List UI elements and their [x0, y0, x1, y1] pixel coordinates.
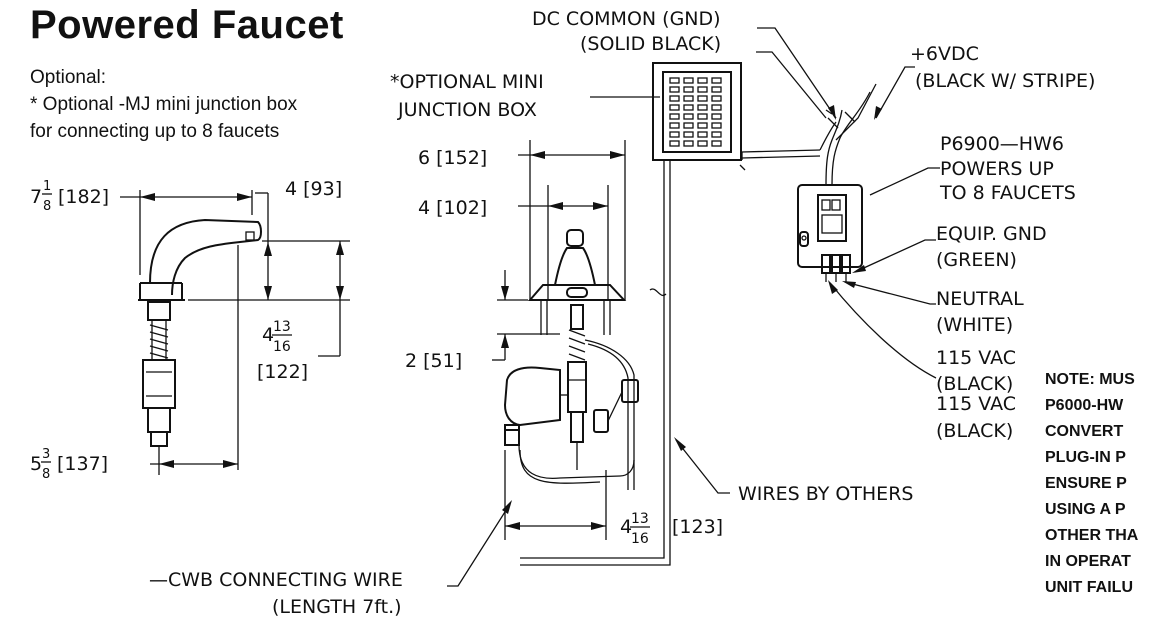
- dim-182-mm: [182]: [58, 186, 109, 208]
- side-view-faucet: [120, 190, 350, 475]
- junction-terminal: [669, 95, 680, 102]
- junction-terminal: [683, 104, 694, 111]
- junction-terminal: [697, 77, 708, 84]
- dim-123-mm: [123]: [672, 516, 723, 538]
- junction-terminal: [711, 140, 722, 147]
- note-line-8: IN OPERAT: [1045, 553, 1131, 570]
- junction-terminal: [711, 122, 722, 129]
- junction-terminal: [711, 113, 722, 120]
- junction-terminal: [697, 104, 708, 111]
- note-line-9: UNIT FAILU: [1045, 579, 1133, 596]
- dim-122-den: 16: [273, 339, 291, 355]
- note-line-5: ENSURE P: [1045, 475, 1127, 492]
- page-title: Powered Faucet: [30, 3, 344, 47]
- label-wire-length: (LENGTH 7ft.): [272, 596, 402, 618]
- junction-terminal: [697, 122, 708, 129]
- dim-51: 2 [51]: [405, 350, 462, 372]
- junction-terminal: [669, 104, 680, 111]
- dim-182-den: 8: [43, 199, 51, 214]
- dim-137-whole: 5: [30, 453, 42, 475]
- junction-terminal: [669, 140, 680, 147]
- junction-terminal: [711, 104, 722, 111]
- junction-terminal: [683, 95, 694, 102]
- junction-terminal: [697, 131, 708, 138]
- label-dc-common: DC COMMON (GND): [532, 8, 721, 30]
- junction-terminal: [697, 86, 708, 93]
- junction-terminal: [683, 140, 694, 147]
- note-line-2: P6000-HW: [1045, 397, 1124, 414]
- dim-137-num: 3: [42, 447, 50, 462]
- optional-notes: Optional: * Optional -MJ mini junction b…: [30, 64, 297, 145]
- junction-terminal: [711, 77, 722, 84]
- junction-terminal: [697, 113, 708, 120]
- dim-123-den: 16: [631, 531, 649, 547]
- label-black-2: (BLACK): [936, 420, 1013, 442]
- dim-122-num: 13: [273, 319, 291, 335]
- dim-123-whole: 4: [620, 516, 632, 538]
- label-p6900: P6900—HW6: [940, 133, 1064, 155]
- p6900-transformer: [797, 83, 877, 282]
- junction-terminal: [711, 86, 722, 93]
- dim-152: 6 [152]: [418, 147, 487, 169]
- dim-123-num: 13: [631, 511, 649, 527]
- optional-label: Optional:: [30, 67, 107, 88]
- label-black-1: (BLACK): [936, 373, 1013, 395]
- junction-terminal: [669, 113, 680, 120]
- junction-terminal: [711, 95, 722, 102]
- label-115vac-2: 115 VAC: [936, 393, 1016, 415]
- junction-terminal: [697, 95, 708, 102]
- dim-122-whole: 4: [262, 324, 274, 346]
- optional-note-line-2: for connecting up to 8 faucets: [30, 121, 280, 142]
- label-equip-gnd: EQUIP. GND: [936, 223, 1047, 245]
- label-powers-up: POWERS UP: [940, 158, 1054, 180]
- label-white: (WHITE): [936, 314, 1013, 336]
- dim-137-mm: [137]: [57, 453, 108, 475]
- dim-102: 4 [102]: [418, 197, 487, 219]
- junction-terminal: [711, 131, 722, 138]
- junction-terminal: [697, 140, 708, 147]
- dim-122-mm: [122]: [257, 361, 308, 383]
- label-neutral: NEUTRAL: [936, 288, 1024, 310]
- label-solid-black: (SOLID BLACK): [580, 33, 721, 55]
- junction-terminal: [683, 131, 694, 138]
- label-to-8-faucets: TO 8 FAUCETS: [939, 182, 1076, 204]
- junction-terminal: [669, 86, 680, 93]
- dim-137-den: 8: [42, 467, 50, 482]
- label-green: (GREEN): [936, 249, 1017, 271]
- optional-note-line-1: * Optional -MJ mini junction box: [30, 94, 298, 115]
- junction-terminal: [683, 122, 694, 129]
- dim-182-num: 1: [43, 179, 51, 194]
- junction-terminal: [683, 86, 694, 93]
- junction-terminal: [669, 77, 680, 84]
- junction-terminal: [683, 77, 694, 84]
- dim-182-whole: 7: [30, 186, 42, 208]
- side-note: NOTE: MUS P6000-HW CONVERT PLUG-IN P ENS…: [1045, 371, 1139, 596]
- label-115vac-1: 115 VAC: [936, 347, 1016, 369]
- note-line-1: NOTE: MUS: [1045, 371, 1135, 388]
- junction-terminal: [669, 122, 680, 129]
- junction-terminal: [683, 113, 694, 120]
- front-view-dimensions: 6 [152] 4 [102] 2 [51] 4 13 16 [123]: [405, 147, 723, 547]
- label-black-w-stripe: (BLACK W/ STRIPE): [915, 70, 1095, 92]
- junction-terminal: [669, 131, 680, 138]
- side-view-dimensions: 7 1 8 [182] 4 [93] 4 13 16 [122] 5 3 8 […: [30, 178, 342, 482]
- note-line-6: USING A P: [1045, 501, 1126, 518]
- label-optional-mini: *OPTIONAL MINI: [390, 71, 544, 93]
- label-junction-box: JUNCTION BOX: [397, 99, 537, 121]
- mini-junction-box: [520, 62, 821, 566]
- label-cwb-wire: —CWB CONNECTING WIRE: [149, 569, 403, 591]
- label-wires-by-others: WIRES BY OTHERS: [738, 483, 913, 505]
- dim-93: 4 [93]: [285, 178, 342, 200]
- front-view-faucet: [492, 140, 639, 540]
- note-line-3: CONVERT: [1045, 423, 1123, 440]
- note-line-4: PLUG-IN P: [1045, 449, 1126, 466]
- wiring-labels: DC COMMON (GND) (SOLID BLACK) *OPTIONAL …: [149, 8, 1095, 618]
- note-line-7: OTHER THA: [1045, 527, 1139, 544]
- label-plus-6vdc: +6VDC: [910, 43, 979, 65]
